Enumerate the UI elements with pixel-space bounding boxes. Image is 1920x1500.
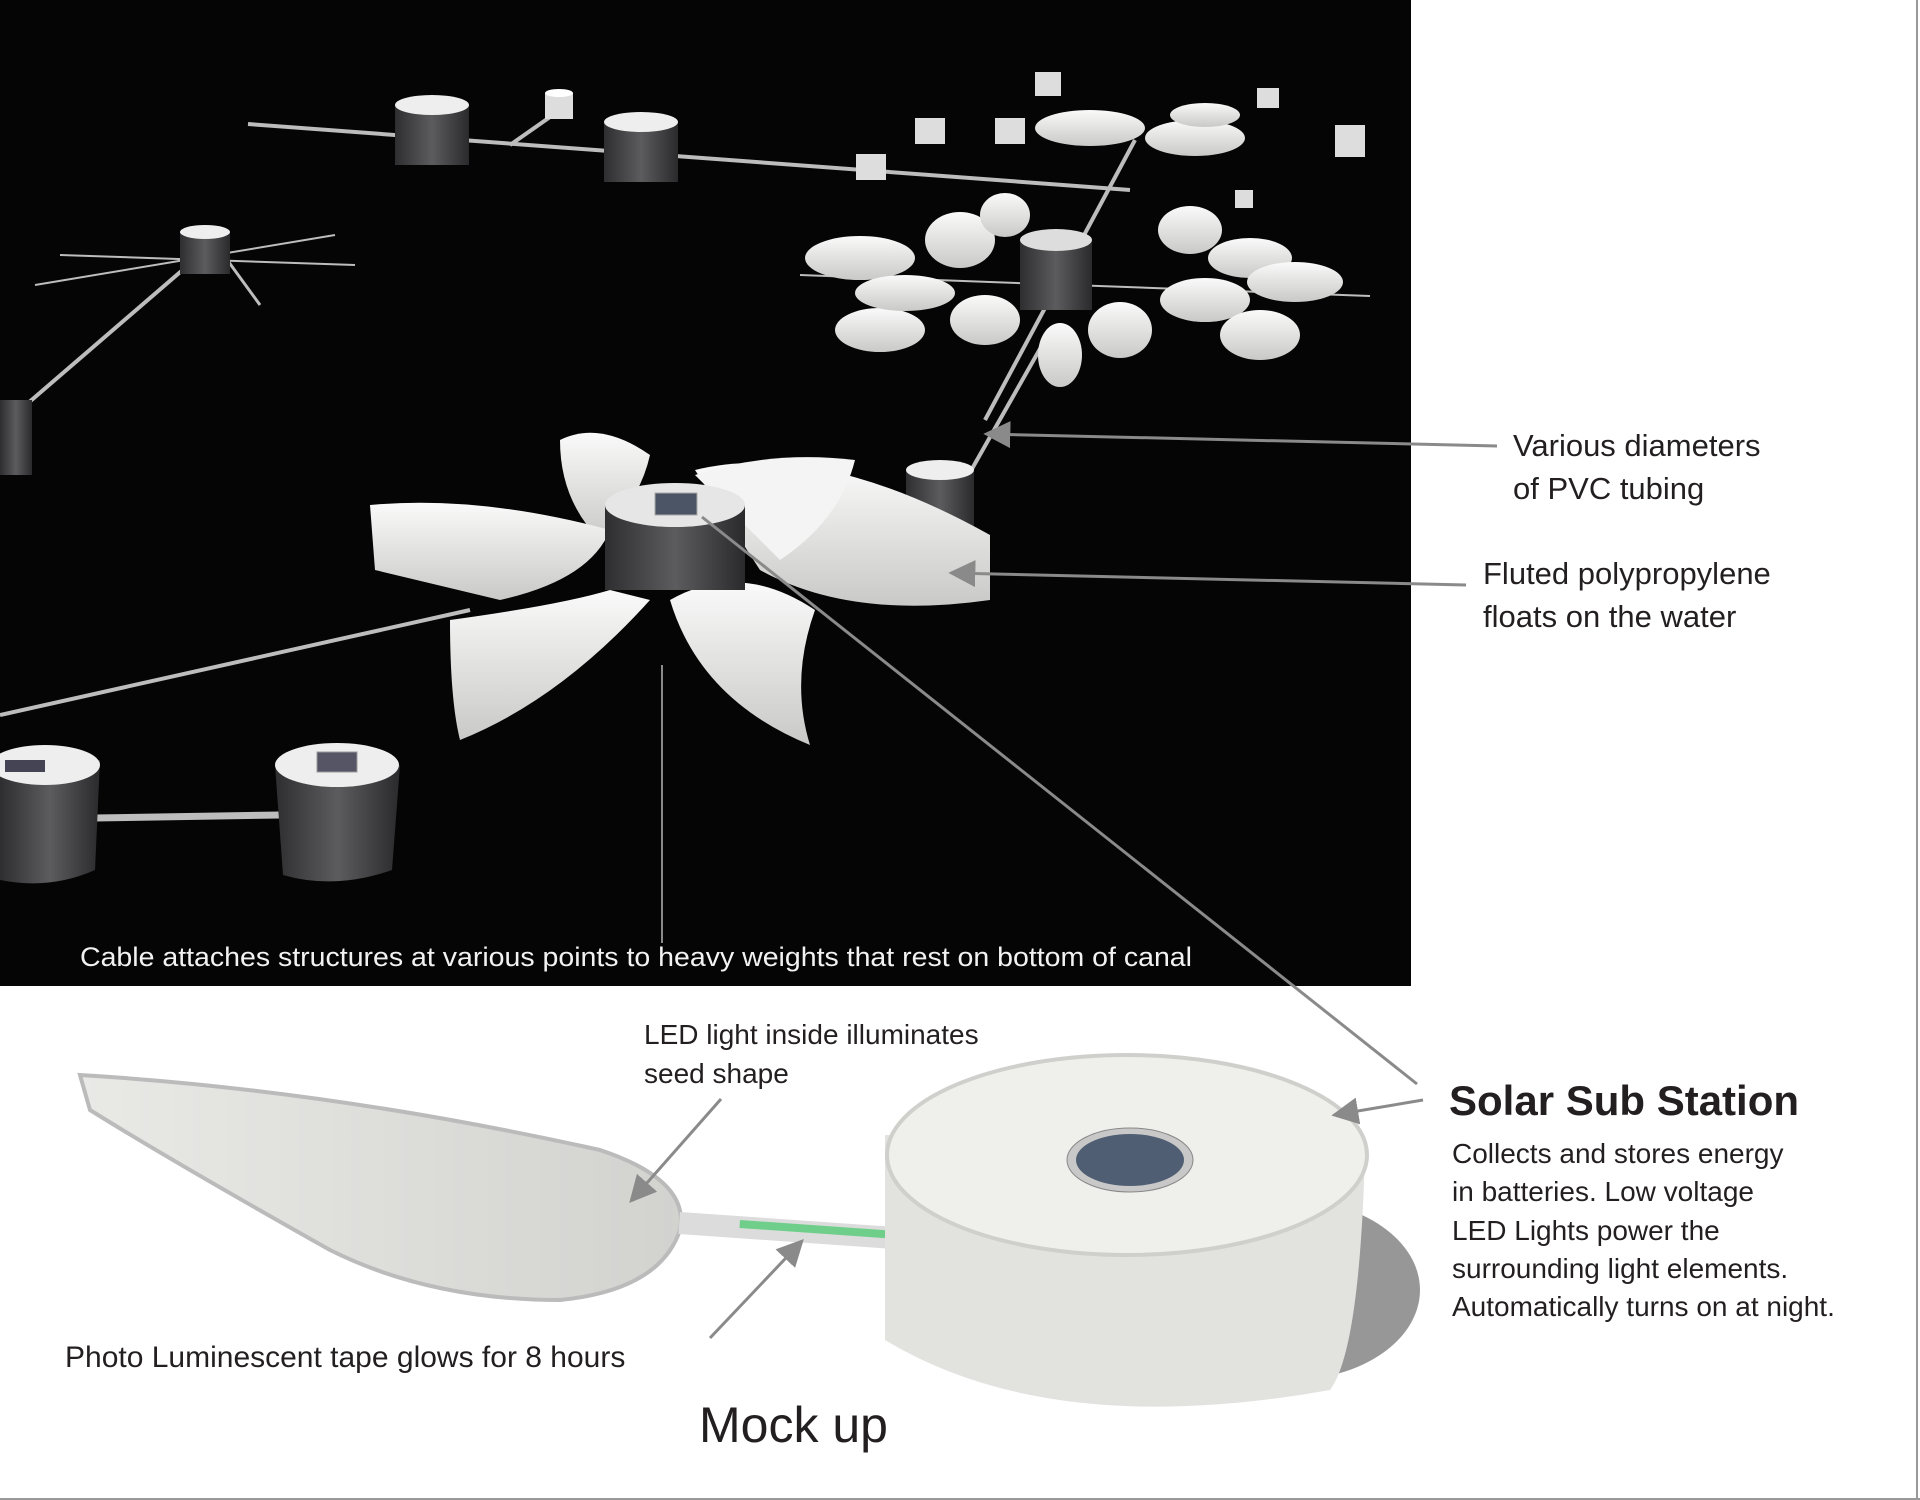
render-panel: Cable attaches structures at various poi… [0,0,1411,986]
svg-text:Fluted polypropylene: Fluted polypropylene [1483,556,1771,591]
mockup-photo [77,1053,1420,1407]
luminescent-tape [739,1220,895,1239]
svg-text:surrounding light elements.: surrounding light elements. [1452,1253,1788,1284]
svg-text:Various diameters: Various diameters [1513,428,1761,463]
svg-text:floats on the water: floats on the water [1483,599,1736,634]
solar-title: Solar Sub Station [1449,1077,1799,1124]
callout-tape: Photo Luminescent tape glows for 8 hours [65,1341,625,1374]
upper-flowers [805,103,1343,387]
svg-text:seed shape: seed shape [644,1058,789,1089]
solar-panel-icon [654,492,698,516]
callout-pvc: Various diameters of PVC tubing [1513,428,1761,506]
svg-text:Collects and stores energy: Collects and stores energy [1452,1138,1784,1169]
mockup-title: Mock up [699,1397,888,1453]
solar-sub-station-callout: Solar Sub Station Collects and stores en… [1449,1077,1835,1322]
svg-text:LED light inside illuminates: LED light inside illuminates [644,1019,979,1050]
svg-text:Automatically turns on at nigh: Automatically turns on at night. [1452,1291,1835,1322]
svg-text:LED Lights power the: LED Lights power the [1452,1215,1720,1246]
callout-led: LED light inside illuminates seed shape [644,1019,979,1089]
callout-floats: Fluted polypropylene floats on the water [1483,556,1771,634]
leader-lines [629,421,1498,1340]
render-caption: Cable attaches structures at various poi… [80,942,1192,972]
cylinders [0,72,1365,884]
solar-panel-icon [1076,1134,1184,1186]
seed-float [77,1072,683,1303]
svg-text:in batteries. Low voltage: in batteries. Low voltage [1452,1176,1754,1207]
svg-text:of PVC tubing: of PVC tubing [1513,471,1704,506]
